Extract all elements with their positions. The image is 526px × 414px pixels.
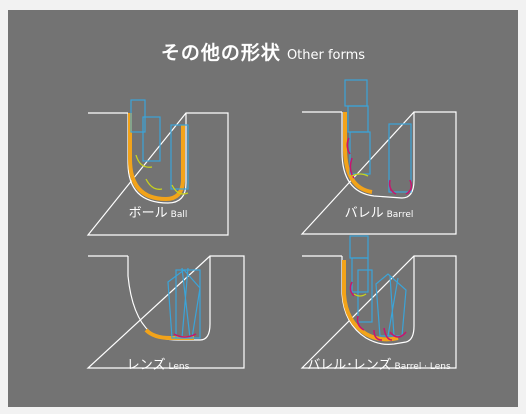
tool-shank-3 [170,124,189,190]
tool-shank-3 [181,267,191,339]
workpiece-outline [86,255,245,369]
tool-shank-2 [347,105,369,133]
lens-edge [389,331,407,338]
machined-groove [341,256,415,345]
tool-shank-4 [375,273,407,337]
ball-tip-2 [145,178,163,190]
tool-path [144,328,194,340]
barrel-edge-3 [373,329,383,341]
workpiece-outline [300,255,457,369]
barrel-cutter-diagram [300,79,457,235]
machined-groove [127,113,187,204]
ball-label-en: Ball [170,210,188,220]
barrel-edge-2 [356,315,365,331]
tool-shank-2 [142,116,161,162]
tool-path [343,112,373,194]
lens-label-en: Lens [168,362,190,372]
tool-shank-5 [387,275,399,337]
tool-tip-marker [353,293,367,297]
barrel-edge-3 [388,179,397,195]
machined-groove [341,112,415,199]
tool-shank-2 [351,257,369,293]
tool-shank-2 [175,269,201,339]
barrel-edge-4 [405,179,413,195]
tool-shank-3 [349,131,371,175]
lens-label-ja: レンズ [126,358,166,373]
barrel-edge-4 [383,327,393,341]
tool-path [128,113,185,202]
barrel-lens-label-en: Barrel · Lens [394,362,451,372]
title-ja: その他の形状 [160,42,281,64]
barrel-edge-2 [349,157,355,179]
barrel-lens-cutter-diagram [300,235,457,369]
tool-shank-4 [388,123,412,193]
tool-shank-1 [344,79,368,107]
lens-cutter-diagram [86,255,245,369]
ball-cutter-diagram [86,99,229,236]
figure-title: その他の形状 Other forms [8,38,518,65]
tool-shank-1 [130,99,146,133]
ball-tip-3 [171,184,189,195]
barrel-label-ja: バレル [344,206,384,221]
workpiece-outline [86,112,229,236]
barrel-edge-1 [349,281,355,297]
title-en: Other forms [286,48,366,63]
barrel-lens-label-ja: バレル･レンズ [307,358,392,373]
workpiece-outline [300,111,457,235]
tool-shank-1 [167,269,201,339]
tool-tip-marker [351,173,369,177]
tool-shank-1 [349,235,369,259]
barrel-label-en: Barrel [386,210,414,220]
barrel-edge-1 [346,137,351,155]
ball-tip-1 [135,154,153,168]
tool-path [342,260,399,342]
lens-edge [173,333,197,338]
ball-label-ja: ボール [128,206,168,221]
